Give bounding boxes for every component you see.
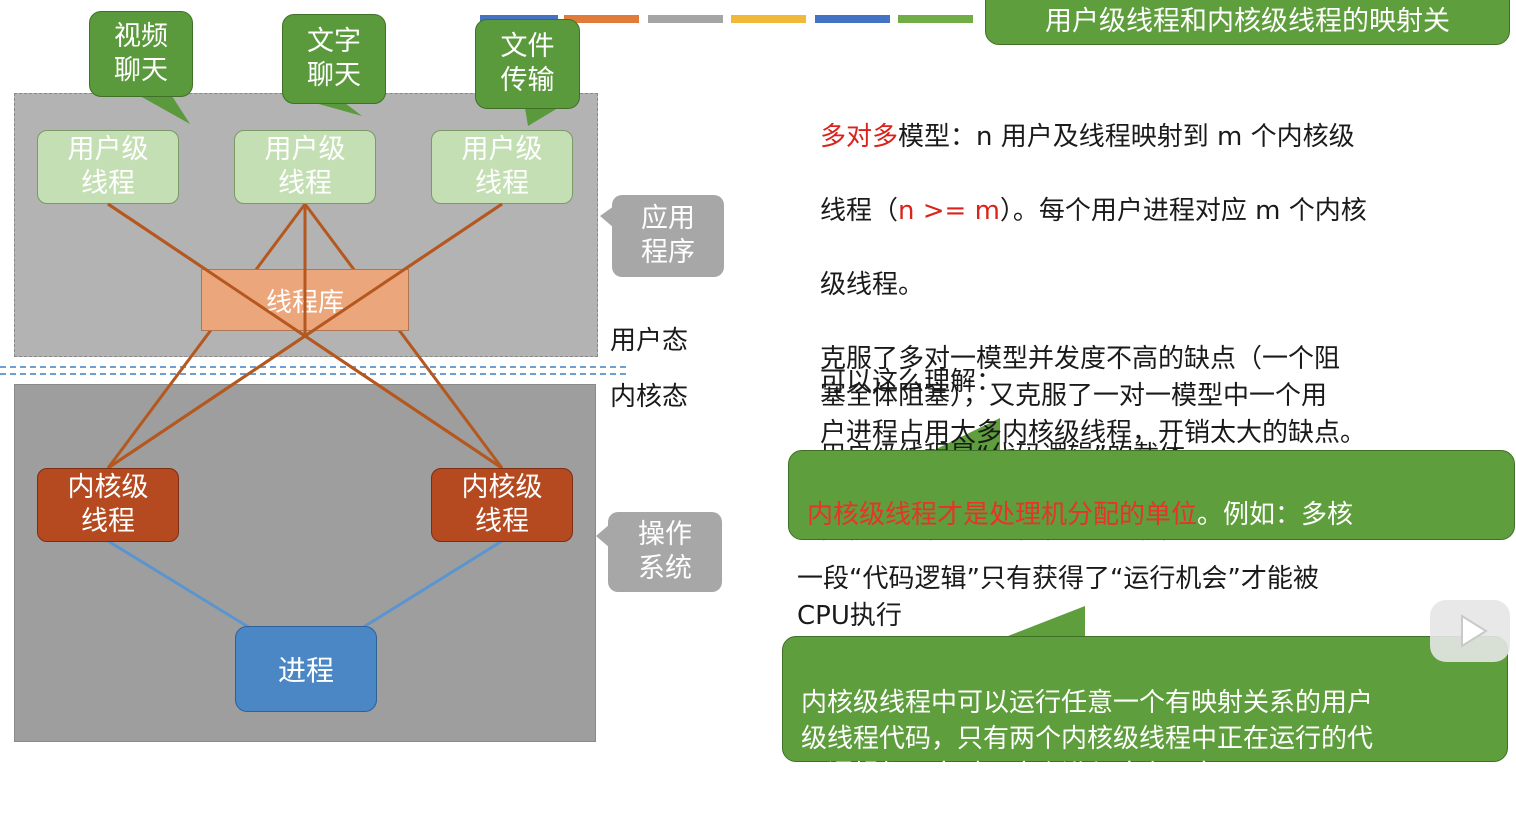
user-thread-1: 用户级 线程 [37, 130, 179, 204]
model-line-1-rest: 模型：n 用户及线程映射到 m 个内核级 [898, 122, 1355, 152]
app-callout-text-chat: 文字 聊天 [282, 14, 386, 104]
blocking-text: 内核级线程中可以运行任意一个有映射关系的用户 级线程代码，只有两个内核级线程中正… [801, 688, 1374, 790]
top-note-line2: 系，可以划分为几种多线程模型 [1058, 74, 1437, 105]
model-advantages: 克服了多对一模型并发度不高的缺点（一个阻 塞全体阻塞），又克服了一对一模型中一个… [820, 344, 1367, 448]
model-name: 多对多 [820, 122, 899, 152]
model-line-2-pre: 线程（ [820, 196, 899, 226]
process-node: 进程 [235, 626, 377, 712]
app-callout-video-chat: 视频 聊天 [89, 11, 193, 97]
color-bar-seg-6 [898, 15, 973, 23]
user-mode-label: 用户态 [610, 326, 689, 356]
kernel-mode-label: 内核态 [610, 382, 689, 412]
model-line-3: 级线程。 [820, 270, 925, 300]
blocking-callout: 内核级线程中可以运行任意一个有映射关系的用户 级线程代码，只有两个内核级线程中正… [782, 636, 1508, 790]
mode-boundary-line-2 [0, 373, 626, 375]
mode-boundary-line-1 [0, 366, 626, 368]
model-line-2-post: ）。每个用户进程对应 m 个内核 [999, 196, 1367, 226]
model-ratio: n >= m [898, 196, 1000, 226]
color-bar-seg-2 [564, 15, 639, 23]
app-callout-file-transfer: 文件 传输 [475, 19, 580, 109]
color-bar-seg-5 [815, 15, 890, 23]
kernel-thread-1: 内核级 线程 [37, 468, 179, 542]
kernel-thread-2: 内核级 线程 [431, 468, 573, 542]
execution-note: 一段“代码逻辑”只有获得了“运行机会”才能被 CPU执行 [797, 564, 1319, 631]
top-note-line1: 用户级线程和内核级线程的映射关 [1045, 6, 1450, 37]
processor-unit-callout: 内核级线程才是处理机分配的单位。例如：多核 CPU环境下，左边这个进程最多能被分… [788, 450, 1515, 602]
color-bar-seg-3 [648, 15, 723, 23]
top-note-callout: 用户级线程和内核级线程的映射关 系，可以划分为几种多线程模型 [985, 0, 1510, 105]
app-label-video-chat: 视频 聊天 [114, 21, 168, 86]
user-thread-3: 用户级 线程 [431, 130, 573, 204]
model-line-1: 多对多模型：n 用户及线程映射到 m 个内核级 [820, 119, 1480, 156]
unit-line-1: 内核级线程才是处理机分配的单位。例如：多核 [807, 497, 1496, 533]
unit-line-1-rest: 。例如：多核 [1197, 500, 1354, 530]
app-label-text-chat: 文字 聊天 [307, 26, 361, 91]
model-description: 多对多模型：n 用户及线程映射到 m 个内核级 线程（n >= m）。每个用户进… [820, 82, 1480, 489]
user-thread-2: 用户级 线程 [234, 130, 376, 204]
os-label: 操作 系统 [608, 512, 722, 592]
play-overlay-button[interactable] [1430, 600, 1510, 662]
model-line-2: 线程（n >= m）。每个用户进程对应 m 个内核 [820, 193, 1480, 230]
play-icon [1461, 614, 1488, 648]
understanding-intro: 可以这么理解： [820, 367, 1003, 397]
unit-highlight: 内核级线程才是处理机分配的单位 [807, 500, 1198, 530]
application-program-label: 应用 程序 [612, 195, 724, 277]
thread-library: 线程库 [201, 269, 409, 331]
unit-line-2: CPU环境下，左边这个进程最多能被分配两个核。 [807, 572, 1380, 602]
color-bar-seg-4 [731, 15, 806, 23]
app-label-file-transfer: 文件 传输 [500, 31, 555, 96]
